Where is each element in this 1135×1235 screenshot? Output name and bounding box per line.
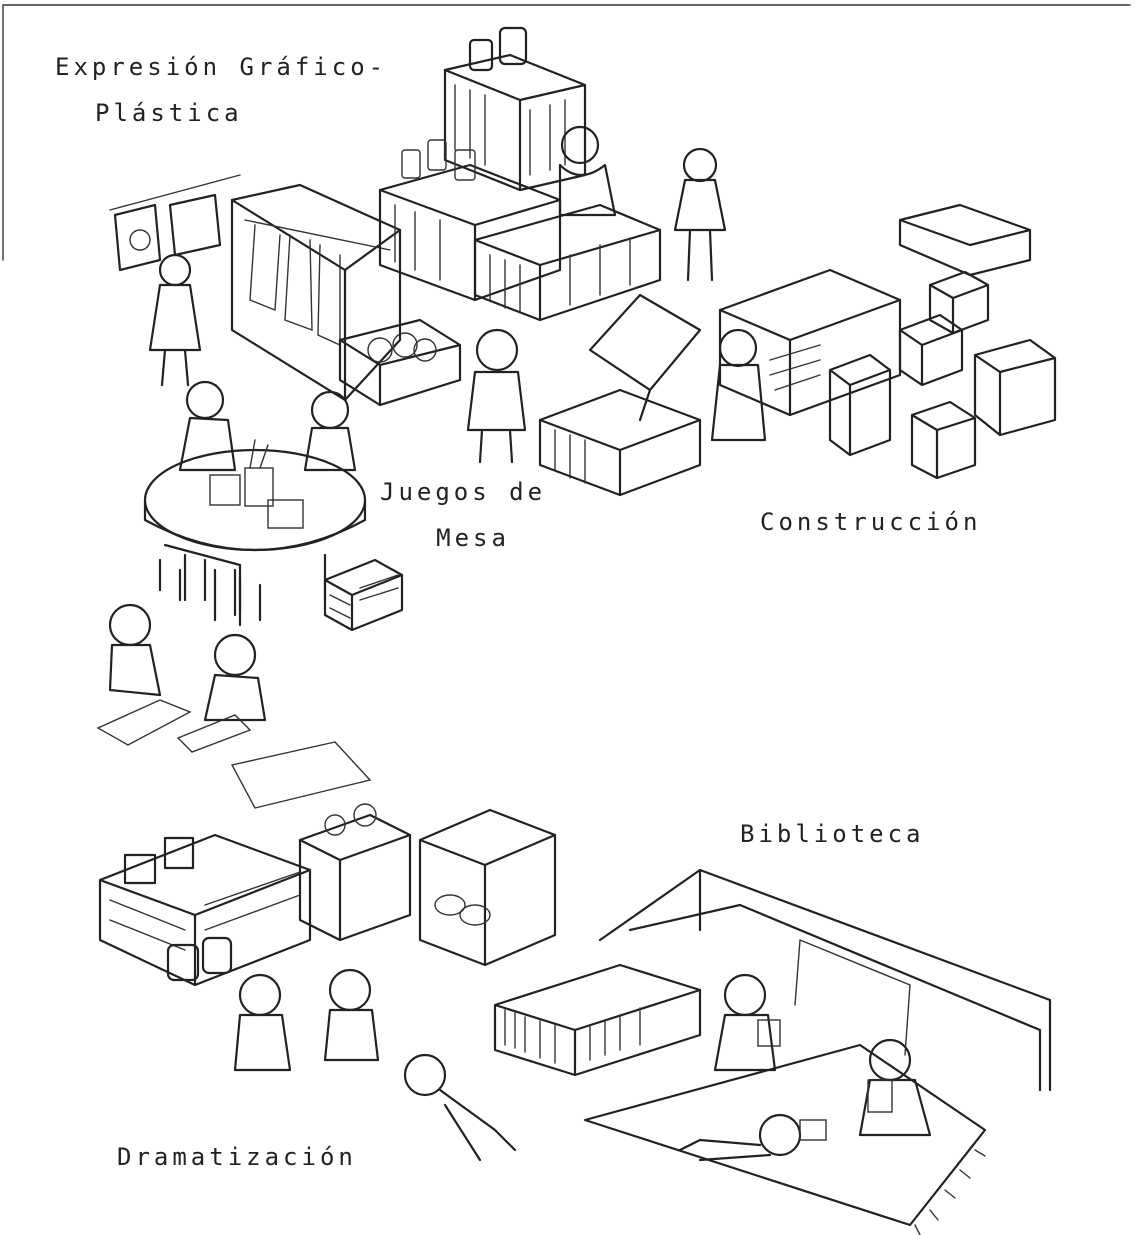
chair-icon: [158, 543, 262, 627]
clothes-rack: [230, 183, 402, 402]
child-figure-icon: [148, 253, 202, 387]
label-expresion-line2: Plástica: [95, 98, 243, 127]
construction-shelf: [718, 268, 902, 417]
toy-shelf: [418, 808, 557, 967]
cardboard-box-icon: [910, 400, 977, 480]
wall-cushion-icon: [598, 868, 1052, 1092]
child-figure-icon: [713, 973, 781, 1072]
box-with-balls: [338, 318, 462, 407]
child-figure-icon: [233, 973, 292, 1072]
child-figure-icon: [466, 328, 527, 464]
book-icon: [867, 1079, 893, 1113]
cardboard-box-icon: [973, 338, 1057, 437]
jar-icon: [498, 26, 528, 66]
hanging-paintings: [109, 174, 241, 272]
child-figure-icon: [710, 328, 767, 442]
cardboard-box-icon: [828, 353, 892, 457]
shelf-crate-icon: [323, 558, 404, 632]
label-construccion: Construcción: [760, 508, 982, 536]
book-icon: [799, 1119, 827, 1141]
toy-kitchen-stove: [98, 833, 312, 987]
child-figure-icon: [178, 380, 237, 472]
rug-icon: [583, 1043, 987, 1235]
label-juegos-line2: Mesa: [436, 523, 510, 552]
label-juegos-de-mesa: Juegos de Mesa: [380, 470, 546, 561]
cardboard-box-icon: [928, 270, 990, 335]
label-expresion-grafico-plastica: Expresión Gráfico- Plástica: [55, 45, 387, 136]
table-items: [209, 439, 304, 529]
child-figure-icon: [678, 1113, 827, 1162]
low-shelf-with-numbered-jars: [378, 139, 562, 302]
child-figure-icon: [558, 125, 617, 217]
jar-icon: [468, 38, 494, 72]
jar-icon: [166, 936, 233, 982]
child-figure-icon: [323, 968, 380, 1062]
child-figure-icon: [108, 603, 162, 697]
jar-icon: [427, 139, 447, 171]
wooden-crate-block: [538, 293, 702, 497]
cardboard-box-icon: [898, 203, 1032, 277]
floor-papers: [96, 699, 372, 809]
frame-edge: [2, 4, 1131, 261]
child-figure-icon: [303, 390, 357, 472]
label-expresion-line1: Expresión Gráfico-: [55, 53, 388, 81]
label-juegos-line1: Juegos de: [380, 478, 547, 506]
jar-icon: [454, 149, 476, 181]
cardboard-box-icon: [898, 313, 964, 387]
jar-icon: [401, 149, 421, 179]
toy-cupboard: [298, 803, 412, 942]
paint-shelf: [473, 203, 662, 322]
tall-shelf-with-jars: [443, 26, 587, 192]
child-figure-icon: [403, 1053, 517, 1162]
round-table-icon: [143, 448, 367, 617]
book-shelf: [493, 963, 702, 1077]
child-figure-icon: [858, 1038, 932, 1137]
child-figure-icon: [203, 633, 267, 722]
label-dramatizacion: Dramatización: [117, 1143, 357, 1171]
label-biblioteca: Biblioteca: [740, 820, 925, 848]
child-figure-icon: [673, 147, 727, 282]
book-icon: [757, 1019, 781, 1047]
